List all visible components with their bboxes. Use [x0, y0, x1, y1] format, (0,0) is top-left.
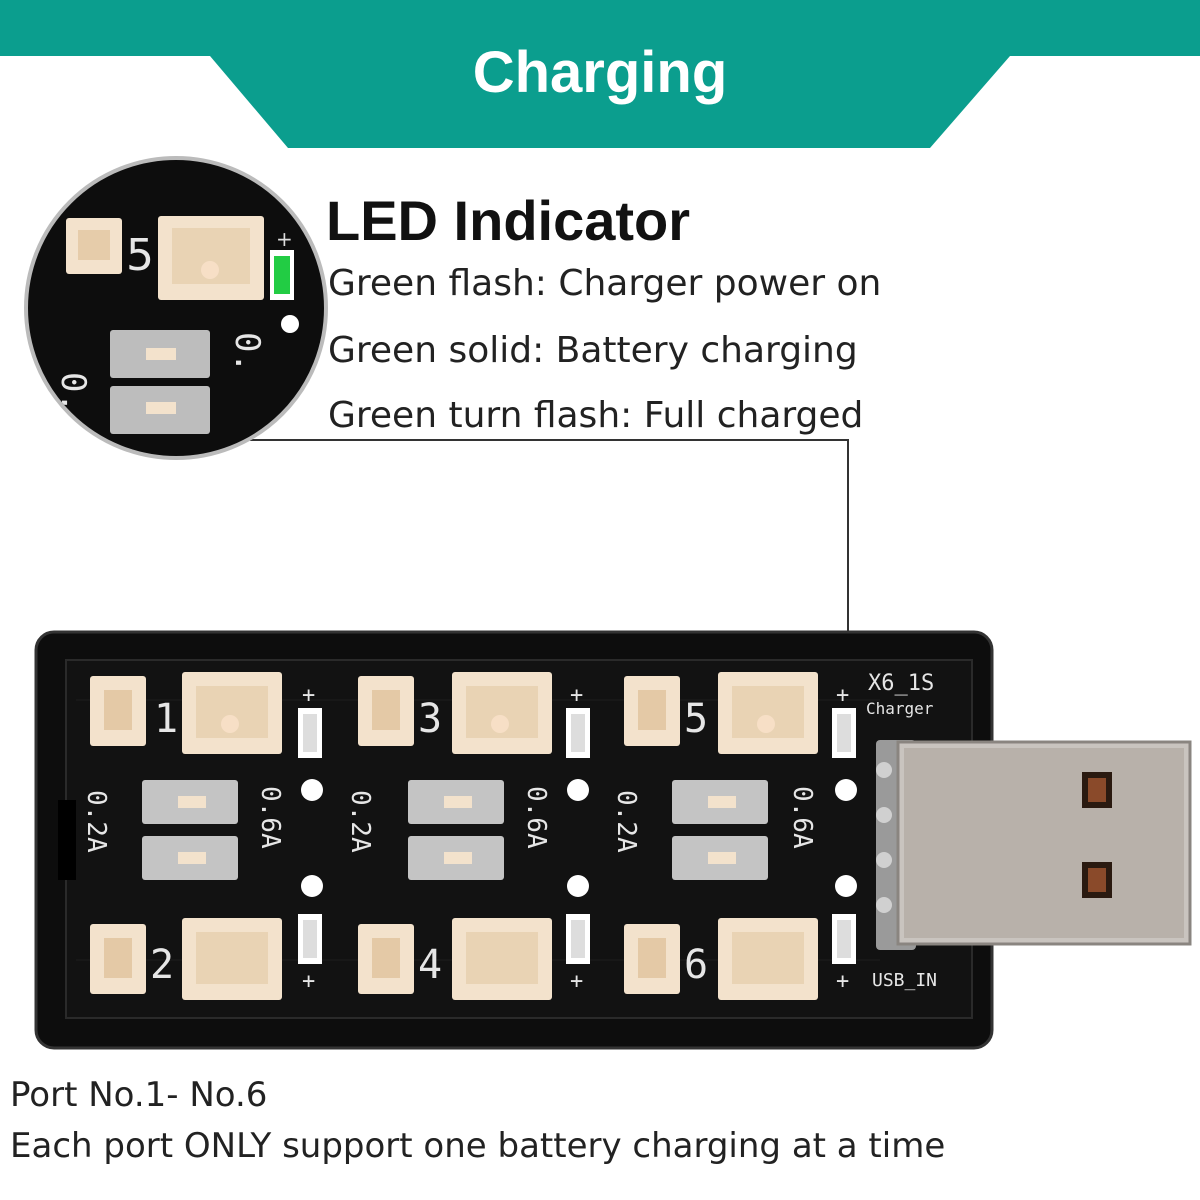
board-model-label: X6_1S: [868, 671, 934, 696]
led-line-full-charged: Green turn flash: Full charged: [328, 395, 864, 436]
board-model-sub: Charger: [866, 699, 934, 718]
zoom-switch-top: [110, 330, 210, 378]
plus-label-1: +: [302, 683, 315, 708]
plus-label-3: +: [570, 683, 583, 708]
port-6-switch: [672, 836, 768, 880]
pcb: [65, 659, 973, 1019]
current-low-3: 0.2A: [345, 790, 375, 853]
usb-hole-bottom: [1082, 862, 1112, 898]
port-module-5-6: [624, 672, 857, 1000]
port-1-led: [298, 708, 322, 758]
svg-text:0.: 0.: [53, 372, 93, 413]
port-2-switch: [142, 836, 238, 880]
led-line-charging: Green solid: Battery charging: [328, 330, 858, 371]
port-number-1: 1: [154, 696, 178, 742]
port-4-small-connector: [358, 924, 414, 994]
port-2-small-connector: [90, 924, 146, 994]
port-3-large-connector: [452, 672, 552, 754]
zoom-switch-bottom: [110, 386, 210, 434]
charging-banner: [0, 0, 1200, 148]
led-indicator-heading: LED Indicator: [326, 189, 691, 252]
port-5-switch: [672, 780, 768, 824]
zoom-circle: [24, 156, 328, 460]
banner-shape: [0, 0, 1200, 148]
port-6-large-connector: [718, 918, 818, 1000]
port-number-5: 5: [684, 696, 708, 742]
usb-plug: [876, 740, 1192, 950]
port-4-large-connector: [452, 918, 552, 1000]
port-1-large-connector: [182, 672, 282, 754]
port-5-led: [832, 708, 856, 758]
callout-line: [250, 439, 849, 700]
port-2-led-symbol: [301, 875, 323, 897]
board-casing: [34, 630, 994, 1050]
plus-label-2: +: [302, 969, 315, 994]
port-4-led-symbol: [567, 875, 589, 897]
port-4-switch: [408, 836, 504, 880]
svg-text:+: +: [276, 227, 293, 251]
footer-port-note: Each port ONLY support one battery charg…: [10, 1126, 946, 1166]
port-2-led: [298, 914, 322, 964]
current-high-1: 0.6A: [255, 786, 285, 849]
current-high-5: 0.6A: [787, 786, 817, 849]
port-3-led: [566, 708, 590, 758]
usb-hole-top: [1082, 772, 1112, 808]
led-line-power-on: Green flash: Charger power on: [328, 263, 882, 304]
port-number-3: 3: [418, 696, 442, 742]
port-5-6-led-symbol: [835, 779, 857, 801]
port-number-4: 4: [418, 942, 442, 988]
banner-title: Charging: [472, 40, 728, 105]
plus-label-4: +: [570, 969, 583, 994]
port-3-4-led-symbol: [567, 779, 589, 801]
port-1-switch: [142, 780, 238, 824]
current-low-5: 0.2A: [611, 790, 641, 853]
port-5-small-connector: [624, 676, 680, 746]
port-4-led: [566, 914, 590, 964]
svg-text:0.: 0.: [227, 332, 267, 373]
port-number-6: 6: [684, 942, 708, 988]
plus-label-5: +: [836, 683, 849, 708]
port-5-large-connector: [718, 672, 818, 754]
port-1-small-connector: [90, 676, 146, 746]
port-6-led: [832, 914, 856, 964]
current-low-1: 0.2A: [81, 790, 111, 853]
port-6-small-connector: [624, 924, 680, 994]
port-number-2: 2: [150, 942, 174, 988]
current-high-3: 0.6A: [521, 786, 551, 849]
zoom-connector-large: [158, 216, 264, 300]
port-1-2-led-symbol: [301, 779, 323, 801]
zoom-led-symbol: [281, 315, 299, 333]
port-3-small-connector: [358, 676, 414, 746]
port-3-switch: [408, 780, 504, 824]
port-2-large-connector: [182, 918, 282, 1000]
zoom-connector-small: [66, 218, 122, 274]
plus-label-6: +: [836, 969, 849, 994]
footer-port-range: Port No.1- No.6: [10, 1075, 268, 1115]
port-6-led-symbol: [835, 875, 857, 897]
usb-in-label: USB_IN: [872, 970, 937, 991]
port-module-3-4: [358, 672, 590, 1000]
port-module-1-2: [90, 672, 323, 1000]
zoom-led: [270, 250, 294, 300]
svg-text:5: 5: [126, 230, 154, 281]
